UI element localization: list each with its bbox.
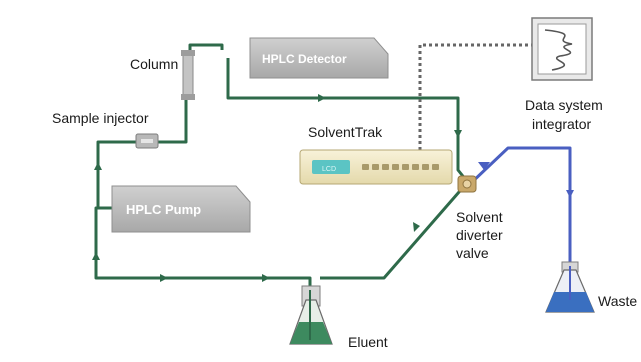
blue-flow-arrows [478,162,574,198]
data-system-label-line1: Data system [525,97,603,113]
solventtrak-buttons [362,164,439,170]
eluent-flask [289,285,333,345]
column [181,50,195,100]
hplc-pump-label: HPLC Pump [126,202,201,217]
tubing-valve-return [320,183,468,280]
solventtrak-label: SolventTrak [308,124,383,140]
hplc-detector-label: HPLC Detector [262,52,347,66]
lcd-label: LCD [322,166,336,173]
chromatogram-trace [544,29,573,71]
hplc-pump: HPLC Pump [111,185,251,233]
sample-injector-label: Sample injector [52,110,149,126]
data-system-label-line2: integrator [532,116,591,132]
blue-waste-tubing [468,146,572,280]
diverter-label-line2: diverter [456,227,503,243]
diverter-valve [457,175,477,193]
tubing-detector-to-valve [226,58,468,181]
diverter-label-line1: Solvent [456,209,503,225]
signal-line [418,43,532,150]
tubing-pump-to-injector [96,140,142,210]
eluent-label: Eluent [348,334,388,350]
green-tubing [94,43,468,290]
column-label: Column [130,56,178,72]
sample-injector [135,133,159,149]
waste-label: Waste [598,293,637,309]
tubing-injector-to-column [152,95,188,144]
solventtrak-lcd [312,160,350,174]
green-flow-arrows [92,94,462,282]
waste-flask [545,261,595,313]
data-system-integrator [531,17,593,81]
solventtrak-device: LCD [299,149,453,185]
hplc-detector: HPLC Detector [249,37,389,79]
diverter-label-line3: valve [456,245,489,261]
